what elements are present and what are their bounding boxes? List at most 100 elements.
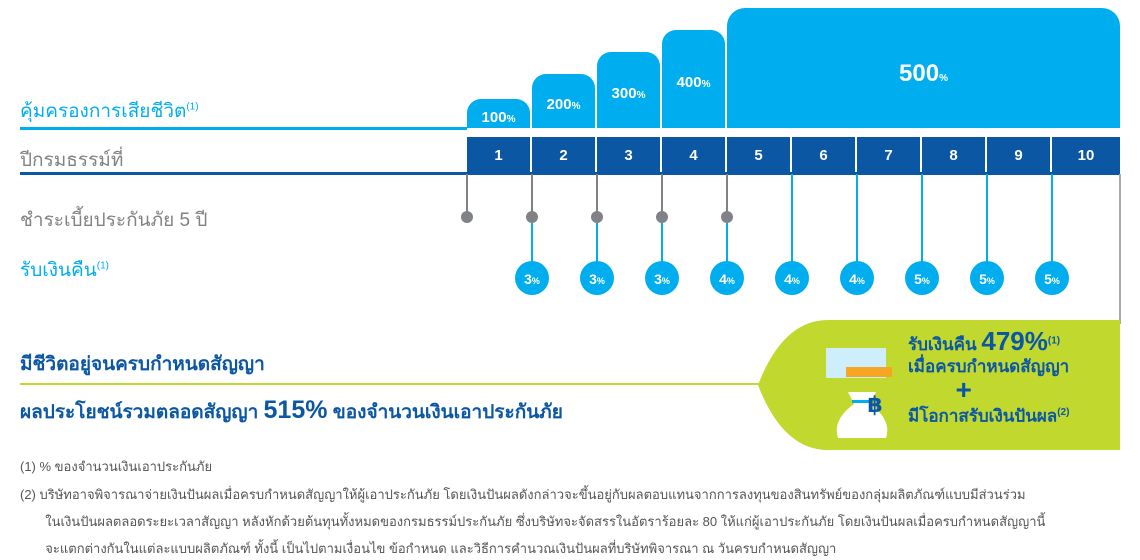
- baht-symbol: ฿: [867, 392, 883, 417]
- premium-line: [466, 174, 468, 217]
- text: %: [856, 276, 865, 286]
- cash-back-line: [791, 174, 793, 262]
- text: ผลประโยชน์รวมตลอดสัญญา: [20, 402, 264, 423]
- premium-dot: [591, 211, 603, 223]
- total-benefit: ผลประโยชน์รวมตลอดสัญญา 515% ของจำนวนเงิน…: [20, 396, 563, 427]
- text: %: [571, 101, 581, 112]
- text: ของจำนวนเงินเอาประกันภัย: [327, 402, 563, 423]
- text: เมื่อครบกำหนดสัญญา: [908, 357, 1070, 376]
- text: คุ้มครองการเสียชีวิต: [20, 101, 187, 122]
- text: 515%: [263, 396, 328, 424]
- coverage-step: 400%: [662, 30, 725, 128]
- premium-line: [661, 174, 663, 217]
- text: 500: [899, 60, 940, 87]
- cash-back-badge: 4%: [710, 261, 744, 295]
- text: 3: [654, 271, 662, 287]
- survive-label: มีชีวิตอยู่จนครบกำหนดสัญญา: [20, 354, 265, 375]
- text: 100: [481, 109, 507, 126]
- premium-label: ชำระเบี้ยประกันภัย 5 ปี: [20, 210, 208, 231]
- text: รับเงินคืน: [908, 335, 982, 354]
- text: %: [531, 276, 540, 286]
- footnote-2: (2) บริษัทอาจพิจารณาจ่ายเงินปันผลเมื่อคร…: [20, 487, 1026, 502]
- coverage-step: 500%: [727, 8, 1120, 128]
- text: (1): [186, 101, 199, 113]
- text: %: [506, 114, 516, 125]
- policy-year-cell: 8: [922, 137, 985, 174]
- death-cover-label: คุ้มครองการเสียชีวิต(1): [20, 96, 199, 126]
- cash-back-badge: 3%: [515, 261, 549, 295]
- cash-back-badge: 5%: [905, 261, 939, 295]
- text: 3: [589, 271, 597, 287]
- text: 400: [676, 74, 702, 91]
- text: %: [986, 276, 995, 286]
- cash-back-line: [661, 223, 663, 262]
- footnote-2-cont2: จะแตกต่างกันในแต่ละแบบผลิตภัณฑ์ ทั้งนี้ …: [20, 541, 837, 556]
- text: (1): [96, 260, 109, 272]
- cash-back-badge: 4%: [775, 261, 809, 295]
- text: 5: [979, 271, 987, 287]
- text: 4: [784, 271, 792, 287]
- cash-back-badge: 4%: [840, 261, 874, 295]
- premium-dot: [656, 211, 668, 223]
- text: %: [791, 276, 800, 286]
- text: (2): [1057, 407, 1070, 418]
- cash-back-badge: 5%: [970, 261, 1004, 295]
- coverage-step: 200%: [532, 74, 595, 128]
- cash-back-line: [531, 223, 533, 262]
- policy-year-cell: 7: [857, 137, 920, 174]
- text: %: [939, 73, 948, 84]
- maturity-text: รับเงินคืน 479%(1) เมื่อครบกำหนดสัญญา + …: [908, 328, 1070, 428]
- cash-back-line: [986, 174, 988, 262]
- policy-year-cell: 5: [727, 137, 790, 174]
- policy-year-label: ปีกรมธรรม์ที่: [20, 150, 124, 171]
- text: %: [726, 276, 735, 286]
- survive-line: [20, 383, 780, 385]
- maturity-box: [758, 320, 1120, 450]
- cash-back-line: [921, 174, 923, 262]
- text: รับเงินคืน: [20, 260, 97, 281]
- text: %: [661, 276, 670, 286]
- text: 5: [1044, 271, 1052, 287]
- cash-back-line: [596, 223, 598, 262]
- coverage-step: 100%: [467, 99, 530, 128]
- text: %: [921, 276, 930, 286]
- premium-line: [531, 174, 533, 217]
- premium-dot: [526, 211, 538, 223]
- coins-icon: [846, 367, 892, 377]
- policy-year-cell: 4: [662, 137, 725, 174]
- premium-dot: [461, 211, 473, 223]
- text: 5: [914, 271, 922, 287]
- cash-back-label: รับเงินคืน(1): [20, 255, 109, 285]
- text: 4: [849, 271, 857, 287]
- text: มีโอกาสรับเงินปันผล: [908, 406, 1058, 426]
- text: 4: [719, 271, 727, 287]
- policy-year-cell: 10: [1052, 137, 1120, 174]
- money-bag-icon: [836, 392, 888, 438]
- footnote-2-cont: ในเงินปันผลตลอดระยะเวลาสัญญา หลังหักด้วย…: [20, 514, 1046, 529]
- text: %: [636, 90, 646, 101]
- maturity-line: [1119, 174, 1121, 324]
- footnote-1: (1) % ของจำนวนเงินเอาประกันภัย: [20, 459, 213, 474]
- policy-year-cell: 3: [597, 137, 660, 174]
- cash-back-badge: 3%: [580, 261, 614, 295]
- policy-year-cell: 1: [467, 137, 530, 174]
- policy-year-cell: 9: [987, 137, 1050, 174]
- cash-back-line: [726, 223, 728, 262]
- death-cover-line: [20, 127, 467, 130]
- text: (1): [1047, 335, 1061, 347]
- text: 3: [524, 271, 532, 287]
- cash-back-badge: 3%: [645, 261, 679, 295]
- cash-back-line: [1051, 174, 1053, 262]
- text: 200: [546, 96, 572, 113]
- policy-year-cell: 2: [532, 137, 595, 174]
- cash-back-line: [856, 174, 858, 262]
- text: %: [596, 276, 605, 286]
- text: %: [1051, 276, 1060, 286]
- premium-line: [726, 174, 728, 217]
- text: 300: [611, 85, 637, 102]
- policy-year-cell: 6: [792, 137, 855, 174]
- premium-dot: [721, 211, 733, 223]
- coverage-step: 300%: [597, 52, 660, 128]
- text: 479%: [981, 326, 1048, 356]
